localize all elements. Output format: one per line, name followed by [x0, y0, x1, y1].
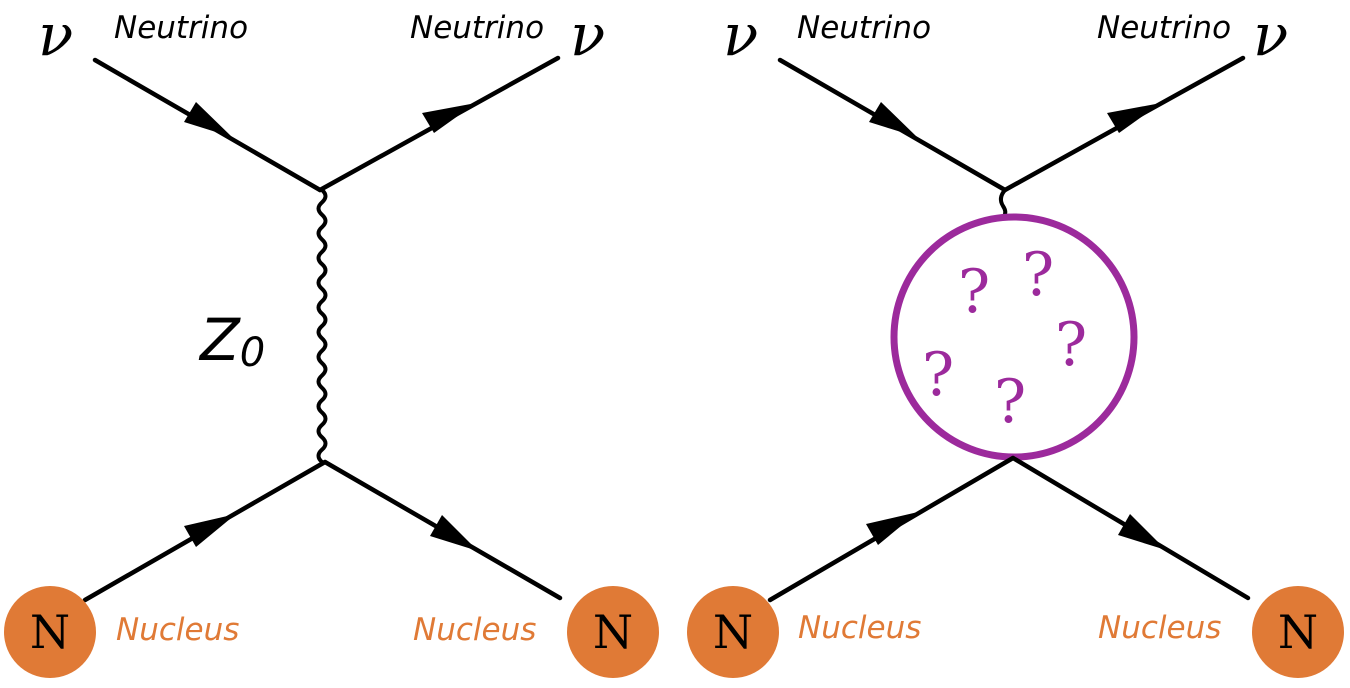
left-neutrino-in-arrow [184, 102, 232, 137]
right-nucleus-out-letter: N [1278, 605, 1318, 659]
left-nucleus-in-label: Nucleus [116, 612, 239, 648]
left-z-boson-symbol: Z [198, 306, 241, 374]
right-nucleus-out-circle [1252, 586, 1344, 678]
left-nucleus-in-letter: N [30, 605, 70, 659]
left-nucleus-out-label: Nucleus [413, 612, 536, 648]
right-neutrino-in-arrow [869, 102, 917, 137]
right-nucleus-in-arrow [866, 512, 918, 545]
right-nucleus-out-arrow [1118, 514, 1166, 550]
left-neutrino-out-arrow [422, 103, 476, 133]
left-neutrino-in-label: Neutrino [114, 10, 248, 46]
left-diagram: ν Neutrino Neutrino ν Z0 N Nucleus Nucle… [4, 1, 659, 678]
right-nucleus-in-circle [687, 586, 779, 678]
right-nucleus-in-label: Nucleus [798, 610, 921, 646]
left-nucleus-out-arrow [430, 515, 478, 551]
left-nucleus-in-arrow [184, 514, 236, 547]
left-nucleus-out-circle [567, 586, 659, 678]
right-neutrino-out-arrow [1107, 103, 1161, 133]
right-diagram: ? ? ? ? ? ν Neutrino Neutrino ν N Nucleu… [687, 1, 1344, 678]
left-z-boson-subscript: 0 [240, 330, 265, 376]
left-z-boson-label: Z0 [198, 306, 265, 376]
right-unknown-mark: ? [1022, 240, 1054, 310]
left-z-boson-line [316, 188, 328, 464]
left-neutrino-in-symbol: ν [38, 1, 73, 69]
right-nucleus-in-letter: N [713, 605, 753, 659]
right-nucleus-out-label: Nucleus [1098, 610, 1221, 646]
left-neutrino-out-symbol: ν [570, 1, 605, 69]
left-nucleus-out-letter: N [593, 605, 633, 659]
right-neutrino-out-label: Neutrino [1097, 10, 1231, 46]
right-neutrino-in-label: Neutrino [797, 10, 931, 46]
left-nucleus-in-circle [4, 586, 96, 678]
right-unknown-mark: ? [922, 340, 954, 410]
right-neutrino-out-symbol: ν [1253, 1, 1288, 69]
right-unknown-mark: ? [958, 257, 990, 327]
right-neutrino-in-symbol: ν [723, 1, 758, 69]
left-neutrino-out-label: Neutrino [410, 10, 544, 46]
right-connector-top [998, 188, 1008, 218]
right-unknown-mark: ? [994, 367, 1026, 437]
right-unknown-mark: ? [1055, 310, 1087, 380]
